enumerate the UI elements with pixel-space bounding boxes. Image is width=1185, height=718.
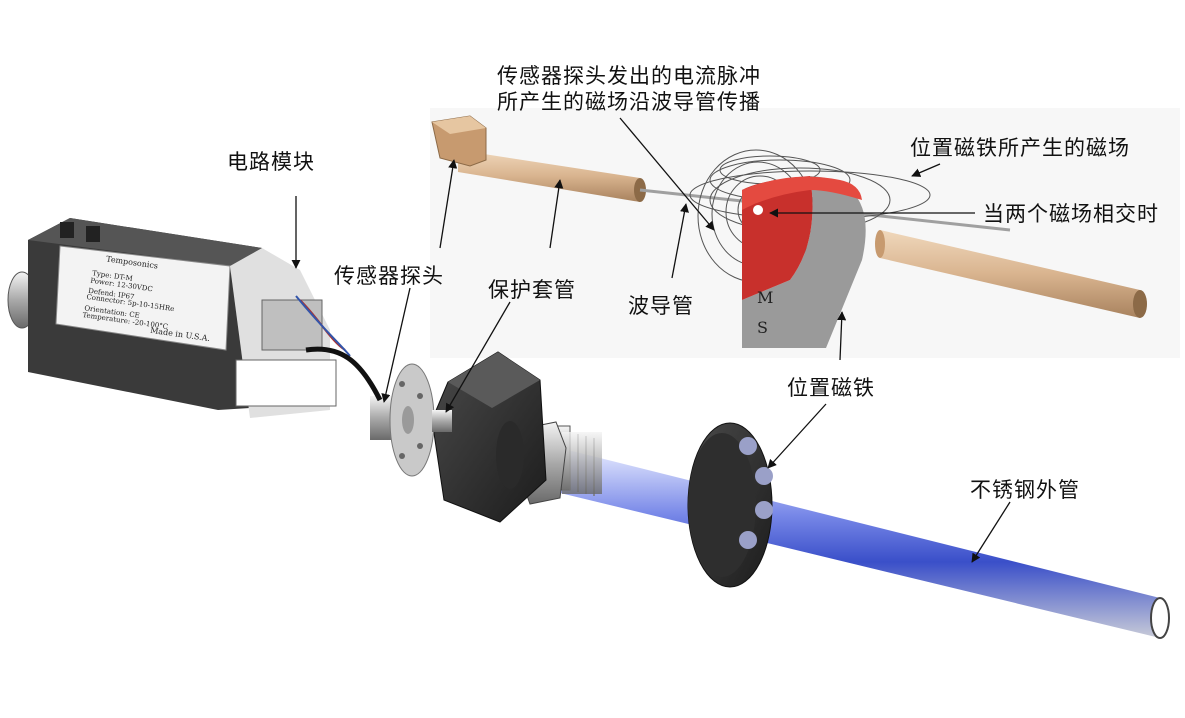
label-waveguide: 波导管	[628, 294, 694, 318]
label-sensor-probe: 传感器探头	[334, 264, 444, 288]
label-magnet-field: 位置磁铁所产生的磁场	[910, 136, 1130, 160]
pole-south-label: S	[757, 318, 768, 337]
label-top-line2: 所产生的磁场沿波导管传播	[497, 90, 761, 114]
label-intersect: 当两个磁场相交时	[983, 202, 1159, 226]
inset-waveguide-left	[431, 115, 646, 202]
pole-north-label: M	[757, 288, 774, 307]
hex-housing	[431, 351, 547, 523]
stainless-steel-tube	[556, 448, 1170, 639]
inset-waveguide-right	[875, 230, 1147, 318]
sensor-probe-part	[370, 363, 452, 477]
leader-lines	[291, 117, 1011, 563]
circuit-module	[7, 218, 383, 418]
position-magnet-part	[687, 422, 773, 588]
label-circuit-module: 电路模块	[227, 150, 315, 174]
label-protective-sleeve: 保护套管	[488, 278, 576, 302]
label-stainless-tube: 不锈钢外管	[970, 478, 1080, 502]
label-position-magnet: 位置磁铁	[787, 376, 875, 400]
label-top-line1: 传感器探头发出的电流脉冲	[497, 64, 761, 88]
inset-position-magnet	[742, 176, 866, 348]
